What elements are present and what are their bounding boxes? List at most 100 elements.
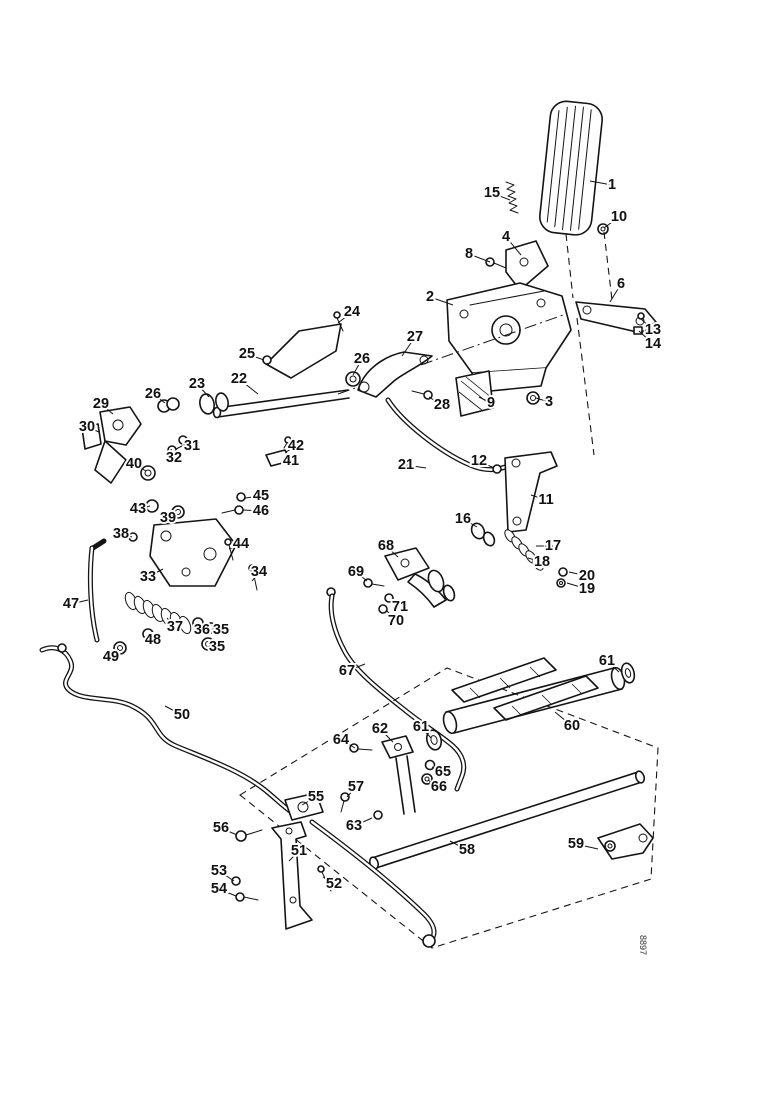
leader-line	[427, 779, 440, 788]
part-number-label: 54	[211, 881, 227, 897]
part-number-label: 42	[288, 438, 304, 454]
part-number-label: 27	[407, 329, 423, 345]
leader-line	[428, 396, 443, 406]
leader-line	[478, 396, 492, 404]
part-number-label: 43	[130, 501, 146, 517]
part-number-label: 19	[579, 581, 595, 597]
part-number-label: 46	[253, 503, 269, 519]
part-number-label: 10	[611, 209, 627, 225]
part-number-label: 48	[145, 632, 161, 648]
leader-line	[152, 393, 166, 404]
part-number-label: 57	[348, 779, 364, 795]
long-rod-part	[39, 643, 293, 814]
part-number-label: 9	[487, 395, 495, 411]
part-number-label: 18	[534, 554, 550, 570]
leader-line	[609, 283, 622, 303]
part-number-label: 63	[346, 818, 362, 834]
leader-line	[431, 766, 444, 773]
part-number-label: 22	[231, 371, 247, 387]
leader-line	[429, 296, 454, 306]
leader-line	[164, 705, 183, 716]
part-number-label: 40	[126, 456, 142, 472]
part-number-label: 68	[378, 538, 394, 554]
lift-rod-part	[326, 587, 467, 792]
part-number-label: 55	[308, 789, 324, 805]
part-number-label: 61	[599, 653, 615, 669]
leader-line	[208, 642, 218, 648]
leader-line	[70, 599, 89, 605]
part-number-label: 17	[545, 538, 561, 554]
leader-line	[405, 464, 427, 469]
leader-line	[352, 358, 363, 376]
mount-arm-part	[575, 231, 657, 335]
part-number-label: 28	[434, 397, 450, 413]
part-number-label: 8	[465, 246, 473, 262]
leader-line	[110, 648, 120, 658]
part-number-label: 56	[213, 820, 229, 836]
part-number-label: 58	[459, 842, 475, 858]
leader-line	[100, 403, 114, 415]
part-number-label: 26	[354, 351, 370, 367]
leader-line	[340, 739, 356, 749]
part-number-label: 29	[93, 396, 109, 412]
leader-line	[478, 460, 495, 469]
part-number-label: 2	[426, 289, 434, 305]
leader-line	[606, 660, 620, 673]
left-pivot-part	[81, 406, 292, 519]
part-number-label: 4	[502, 229, 510, 245]
leader-line	[353, 817, 373, 827]
part-number-label: 6	[617, 276, 625, 292]
leader-line	[301, 796, 317, 806]
part-number-label: 66	[431, 779, 447, 795]
part-number-label: 36	[194, 622, 210, 638]
leader-line	[220, 827, 238, 836]
leader-line	[449, 840, 468, 851]
leader-line	[166, 617, 176, 628]
leader-line	[133, 463, 147, 472]
leader-line	[120, 533, 133, 538]
part-number-label: 62	[372, 721, 388, 737]
leader-line	[337, 311, 353, 324]
part-number-label: 1	[608, 177, 616, 193]
part-number-label: 30	[79, 419, 95, 435]
leader-line	[640, 318, 654, 331]
part-number-label: 35	[213, 622, 229, 638]
part-number-label: 52	[326, 876, 342, 892]
leader-line	[322, 876, 335, 885]
leader-line	[182, 440, 193, 447]
leader-line	[170, 448, 175, 459]
part-number-label: 71	[392, 599, 408, 615]
leader-line	[379, 728, 394, 743]
part-number-label: 41	[283, 453, 299, 469]
part-number-label: 39	[160, 510, 176, 526]
part-number-label: 12	[471, 453, 487, 469]
part-number-label: 23	[189, 376, 205, 392]
part-number-label: 64	[333, 732, 349, 748]
part-number-label: 16	[455, 511, 471, 527]
idler-bracket-part	[363, 547, 456, 614]
leader-line	[554, 711, 573, 727]
cross-shaft-part	[157, 311, 567, 419]
leader-line	[218, 888, 237, 897]
leader-line	[462, 518, 478, 528]
part-number-label: 38	[113, 526, 129, 542]
pull-rod-part	[385, 397, 568, 588]
part-number-label: 61	[413, 719, 429, 735]
leader-line	[246, 353, 265, 361]
part-number-label: 70	[388, 613, 404, 629]
leader-line	[638, 330, 654, 345]
leader-line	[278, 460, 292, 465]
leader-line	[228, 543, 242, 550]
part-number-label: 14	[645, 336, 661, 352]
leader-line	[566, 582, 588, 590]
part-number-label: 21	[398, 457, 414, 473]
leader-line	[575, 843, 599, 850]
leader-line	[288, 850, 300, 862]
leader-line	[505, 236, 522, 256]
part-number-label: 25	[239, 346, 255, 362]
leader-line	[285, 445, 297, 453]
leader-line	[244, 495, 262, 499]
part-number-label: 11	[538, 492, 553, 508]
